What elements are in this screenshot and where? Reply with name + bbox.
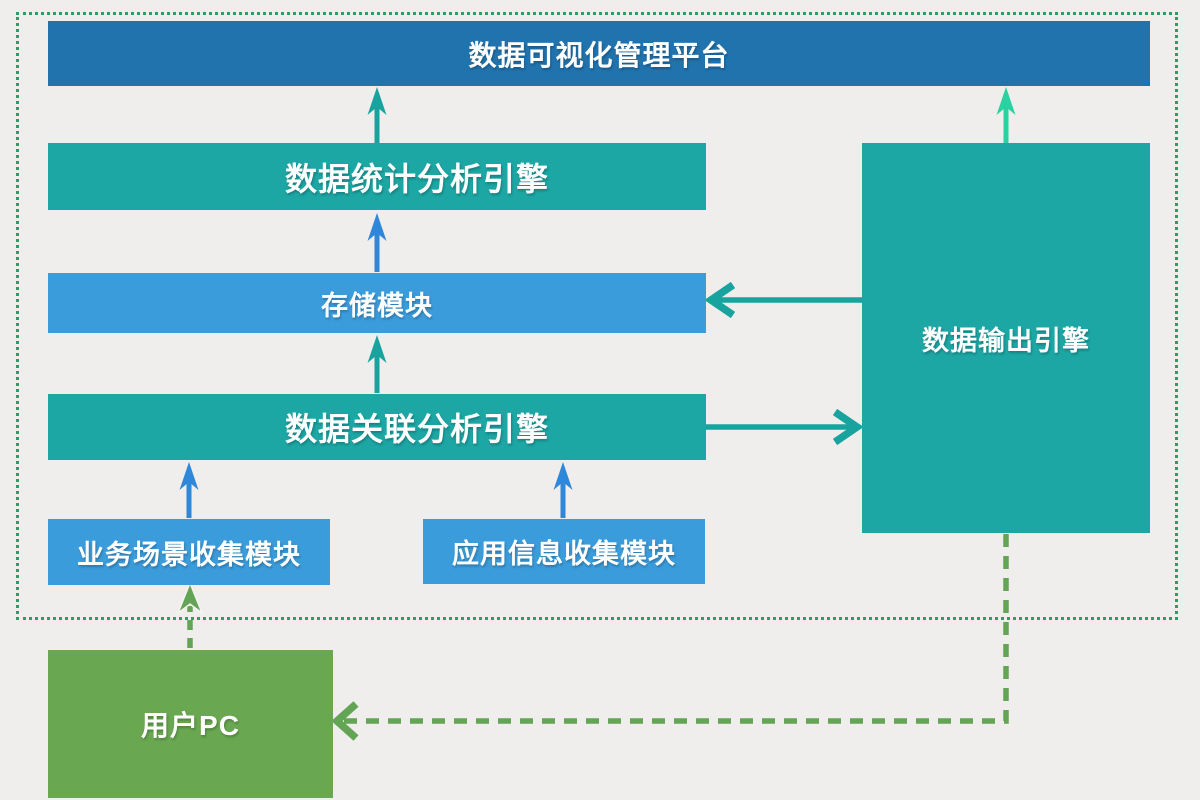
node-app-info-collector: 应用信息收集模块 — [423, 519, 705, 584]
node-user-pc: 用户PC — [48, 650, 333, 798]
node-visualization-platform: 数据可视化管理平台 — [48, 21, 1150, 86]
node-storage-module: 存储模块 — [48, 273, 706, 333]
node-data-output-engine: 数据输出引擎 — [862, 143, 1150, 533]
node-statistics-analysis-engine: 数据统计分析引擎 — [48, 143, 706, 210]
node-business-scenario-collector: 业务场景收集模块 — [48, 519, 330, 585]
node-correlation-analysis-engine: 数据关联分析引擎 — [48, 394, 706, 460]
